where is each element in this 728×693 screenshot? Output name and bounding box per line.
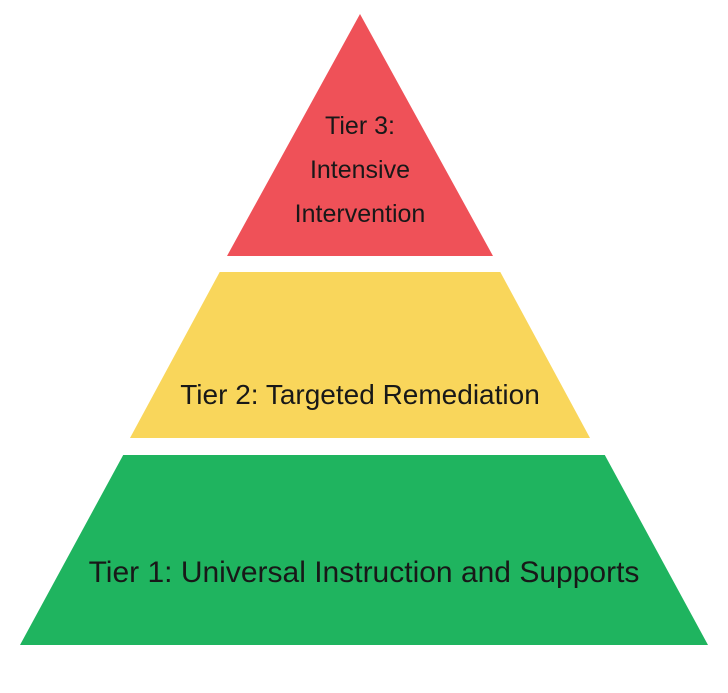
tier-1-label: Tier 1: Universal Instruction and Suppor… [88, 556, 640, 589]
tier-3-shape: Tier 3: Intensive Intervention [227, 14, 493, 256]
tier-3-label-line-3: Intervention [294, 200, 426, 228]
tier-3-label-line-2: Intensive [309, 156, 411, 184]
tier-3-label-line-1: Tier 3: [325, 112, 395, 140]
tier-3-label: Tier 3: Intensive Intervention [295, 104, 426, 236]
tier-2-shape: Tier 2: Targeted Remediation [130, 272, 590, 438]
tier-1-shape: Tier 1: Universal Instruction and Suppor… [20, 455, 708, 645]
tier-2-label: Tier 2: Targeted Remediation [180, 379, 540, 410]
